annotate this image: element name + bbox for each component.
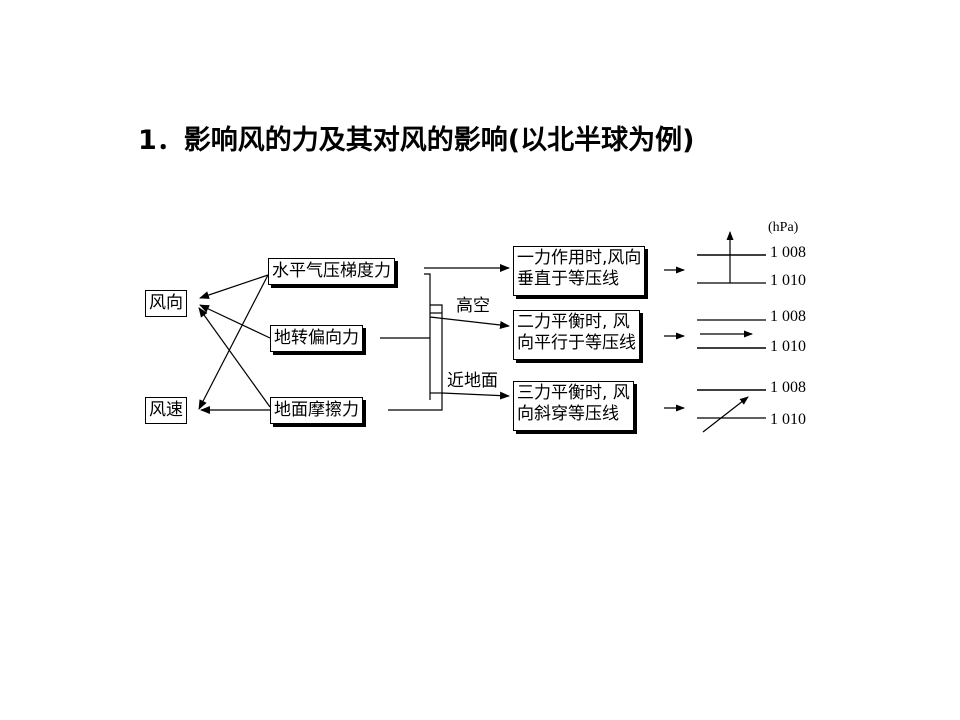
one-force-result-box: 一力作用时,风向 垂直于等压线 [513, 246, 646, 296]
wind-speed-box: 风速 [145, 397, 187, 424]
isobar-label-1010-a: 1 010 [770, 272, 806, 289]
arrow-to-three-forces [441, 391, 510, 400]
two-forces-line-1: 二力平衡时, 风 [517, 312, 630, 332]
near-ground-label: 近地面 [447, 371, 498, 391]
wind-speed-label: 风速 [149, 400, 183, 420]
arrow-to-two-forces [429, 316, 510, 329]
wind-direction-label: 风向 [149, 293, 183, 313]
three-forces-line-2: 向斜穿等压线 [517, 404, 619, 424]
isobar-label-1010-c: 1 010 [770, 411, 806, 428]
three-forces-result-box: 三力平衡时, 风 向斜穿等压线 [513, 381, 634, 431]
one-force-line-1: 一力作用时,风向 [517, 248, 642, 268]
arrow-pg-to-speed [198, 274, 269, 410]
friction-force-label: 地面摩擦力 [274, 400, 359, 420]
isobar-label-1010-b: 1 010 [770, 338, 806, 355]
arrow-coriolis-to-direction [199, 304, 271, 339]
arrow-friction-to-direction [198, 307, 271, 408]
pressure-gradient-force-box: 水平气压梯度力 [268, 258, 395, 285]
isobar-label-1008-b: 1 008 [770, 308, 806, 325]
slide-title: 1．影响风的力及其对风的影响(以北半球为例) [138, 125, 695, 156]
wind-arrow-oblique [702, 396, 749, 433]
hpa-unit-label: (hPa) [768, 220, 799, 235]
arrow-pg-to-direction [199, 274, 269, 299]
coriolis-force-box: 地转偏向力 [270, 325, 363, 352]
three-forces-line-1: 三力平衡时, 风 [517, 383, 630, 403]
coriolis-force-label: 地转偏向力 [274, 328, 359, 348]
pressure-gradient-force-label: 水平气压梯度力 [272, 261, 391, 281]
two-forces-line-2: 向平行于等压线 [517, 333, 636, 353]
wind-direction-box: 风向 [145, 290, 187, 317]
two-forces-result-box: 二力平衡时, 风 向平行于等压线 [513, 310, 640, 360]
friction-force-box: 地面摩擦力 [270, 397, 363, 424]
high-altitude-label: 高空 [456, 296, 490, 316]
isobar-label-1008-c: 1 008 [770, 379, 806, 396]
isobar-label-1008-a: 1 008 [770, 244, 806, 261]
one-force-line-2: 垂直于等压线 [517, 269, 619, 289]
